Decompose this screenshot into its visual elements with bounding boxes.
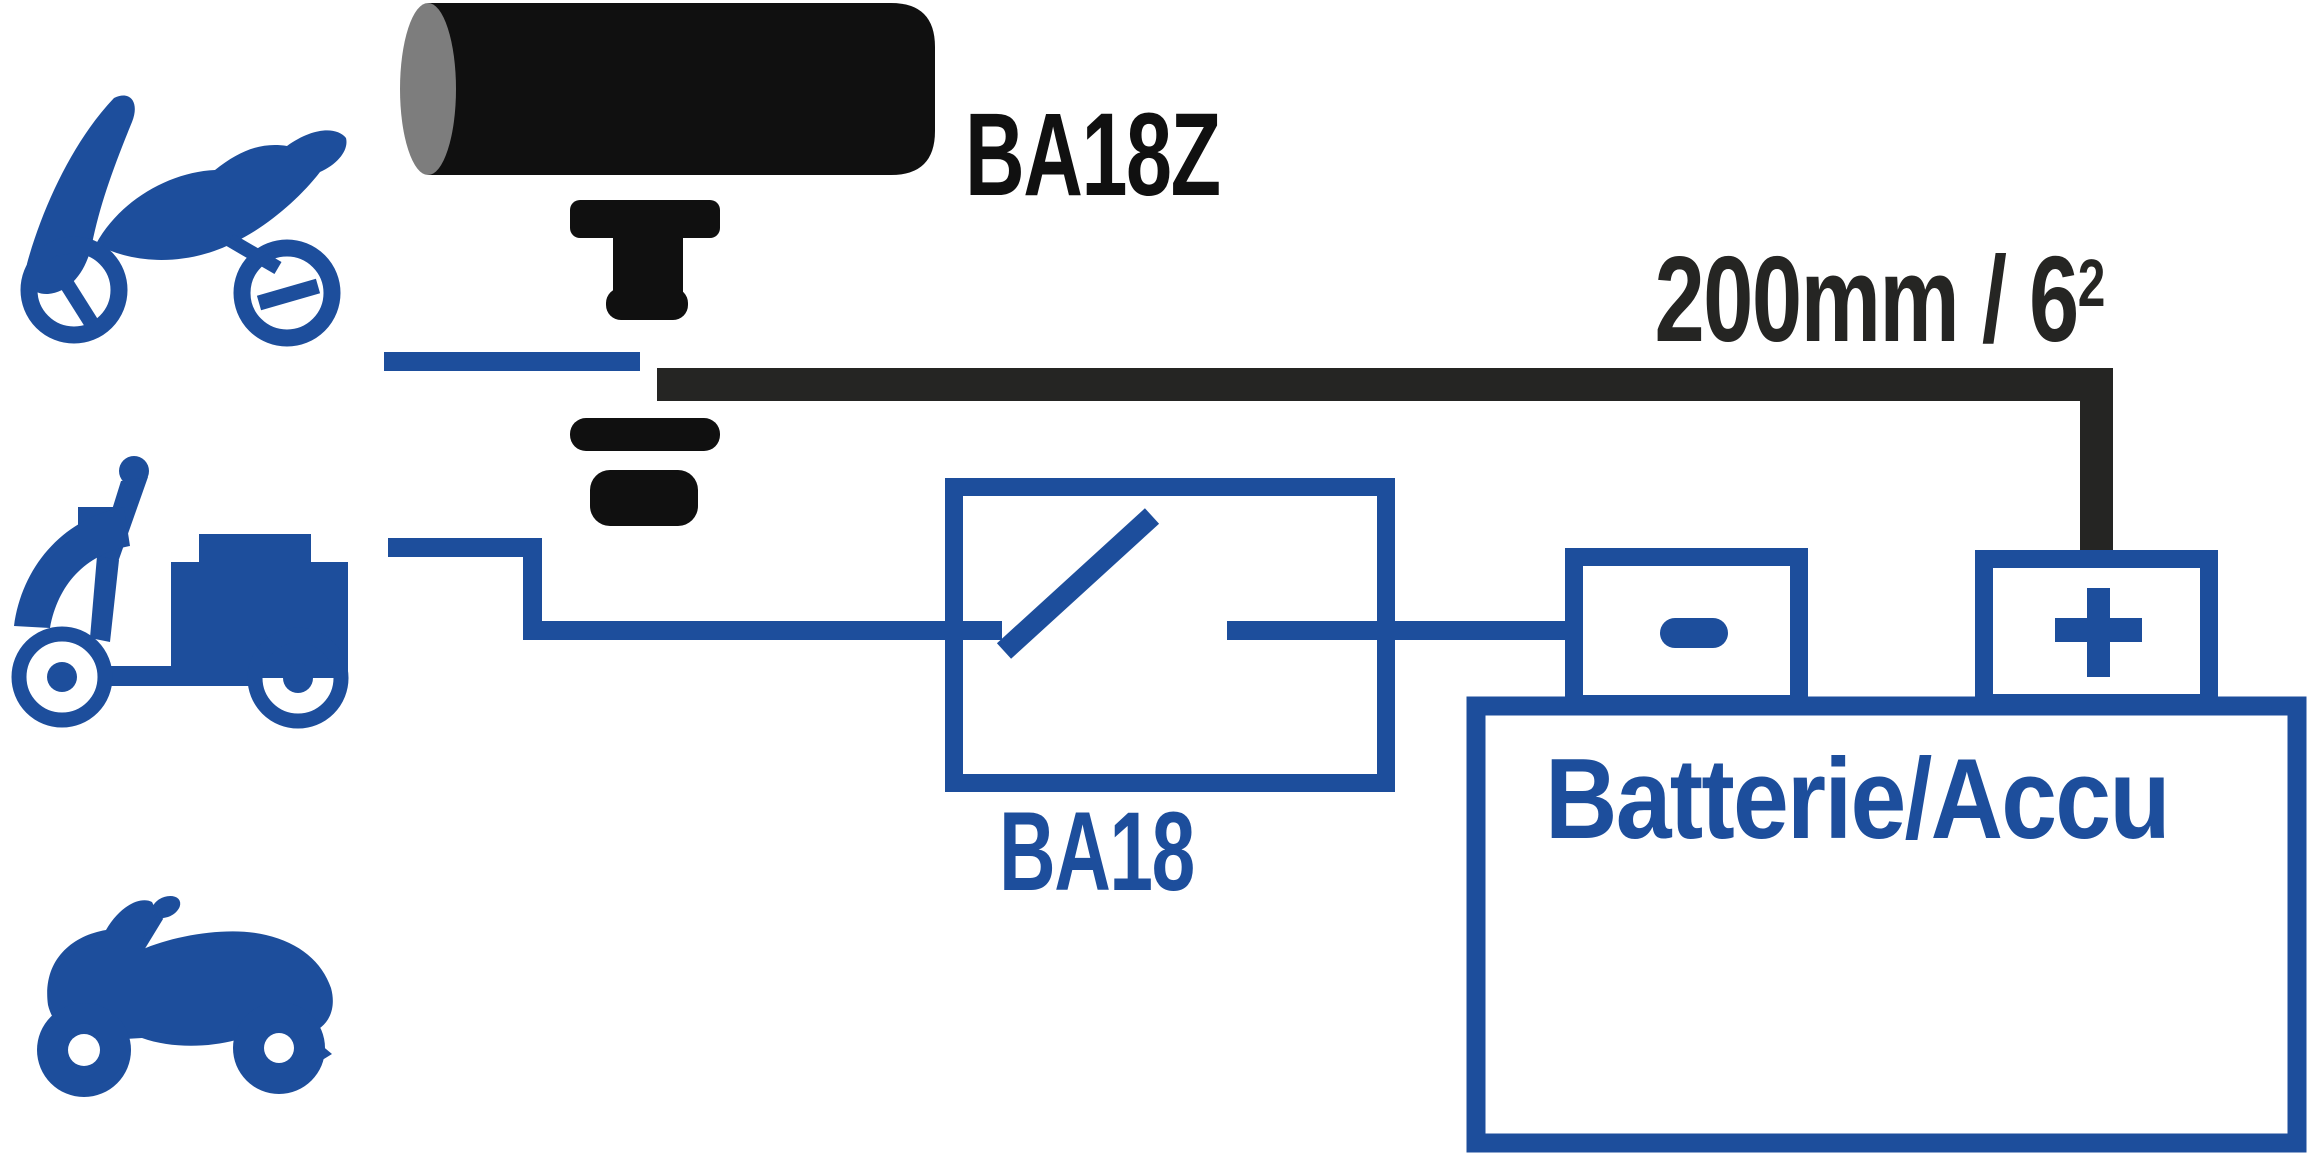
bolt-tip (606, 288, 688, 320)
washer-nut-icons (570, 418, 720, 526)
scooter-front-fender (14, 507, 130, 628)
wire-to-switch (523, 621, 1002, 640)
plus-symbol (2055, 588, 2142, 677)
switch-blade (996, 508, 1160, 659)
motorcycle-front-wheel (20, 236, 128, 344)
cable-dimension-text: 200mm / 6 (1654, 231, 2079, 367)
scooter-rear-hub (283, 663, 313, 693)
mounting-bolt-icon (570, 200, 720, 320)
scooter-wire-drop (523, 538, 542, 640)
scooter-front-hub (47, 662, 77, 692)
washer-icon (570, 418, 720, 451)
cable-dimension-superscript: 2 (2077, 246, 2105, 322)
power-cable (657, 368, 2113, 558)
atv-quad-icon (37, 895, 333, 1097)
device-wire-stub (384, 352, 640, 371)
scooter-front-fork (90, 556, 119, 642)
atv-rear-hub (264, 1033, 294, 1063)
battery-label: Batterie/Accu (1545, 736, 2171, 863)
motorcycle-body (96, 130, 347, 260)
motorcycle-swingarm (226, 233, 282, 275)
scooter-icon (11, 456, 349, 729)
scooter-front-wheel (11, 626, 113, 728)
atv-mirror (151, 895, 181, 919)
motorcycle-icon (20, 95, 347, 347)
blue-wires (384, 352, 1567, 640)
wire-switch-to-minus (1227, 621, 1567, 640)
motorcycle-front-spoke (44, 254, 99, 329)
cable-dimension-label: 200mm / 62 (1654, 238, 2105, 360)
scooter-wire-top (388, 538, 542, 557)
battery-box-outline (1466, 696, 2307, 1153)
switch-box-outline (945, 478, 1395, 792)
horn-cylinder-icon (428, 3, 935, 175)
motorcycle-rear-spoke (256, 278, 321, 311)
device-group (400, 3, 935, 526)
bolt-head (570, 200, 720, 238)
switch-label: BA18 (999, 789, 1195, 914)
switch-box (945, 478, 1395, 792)
cable-drop-to-plus-terminal (2080, 395, 2113, 558)
scooter-rear-wheel (247, 627, 349, 729)
device-label: BA18Z (965, 89, 1221, 221)
cable-horizontal-run (657, 368, 2113, 401)
bolt-shaft (613, 232, 683, 294)
minus-symbol (1660, 618, 1728, 648)
atv-front-hub (68, 1034, 100, 1066)
motorcycle-rear-wheel (233, 239, 341, 347)
nut-icon (590, 470, 698, 526)
cylinder-end-face (400, 3, 456, 175)
battery-group (1466, 548, 2307, 1153)
